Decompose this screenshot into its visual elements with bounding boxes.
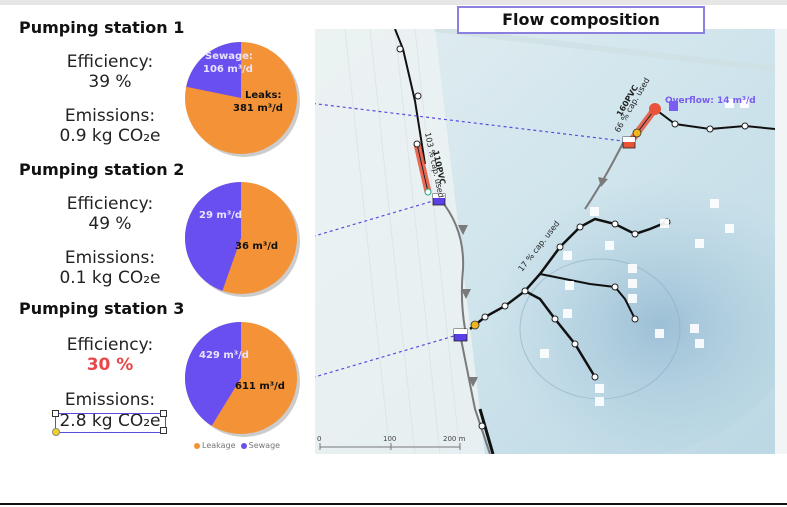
station-1-title: Pumping station 1 — [19, 18, 185, 37]
flow-arrow-1 — [439, 198, 466, 330]
legend-sewage-label: Sewage — [248, 441, 281, 450]
station-2-emissions-label: Emissions: — [64, 248, 156, 268]
flow-arrow-2 — [459, 333, 491, 454]
pie-label-sewage-value: 429 m³/d — [199, 350, 249, 361]
pie-slice-sewage — [185, 322, 241, 426]
station-3-pie-chart: 429 m³/d 611 m³/d — [183, 320, 301, 438]
pipe-mid-branch — [539, 273, 636, 320]
top-border — [0, 0, 787, 5]
station-3-title: Pumping station 3 — [19, 299, 185, 318]
overflow-label: Overflow: 14 m³/d — [665, 96, 756, 106]
station-2-emissions-value: 0.1 kg CO₂e — [59, 268, 161, 288]
network-map[interactable]: 110PVC 103 % cap. used 160PVC 66 % cap. … — [315, 29, 775, 454]
pie-label-leakage-value: 381 m³/d — [233, 103, 283, 114]
overflow-building-icon — [669, 101, 678, 111]
resize-handle-top-left[interactable] — [52, 410, 59, 417]
scale-tick-0: 0 — [317, 435, 321, 443]
pie-slice-sewage — [184, 182, 241, 291]
pie-slice-sewage — [186, 42, 241, 98]
connector-station-1 — [315, 103, 624, 142]
station-1-efficiency-label: Efficiency: — [66, 52, 154, 72]
pipe-main-north — [394, 29, 426, 165]
map-title: Flow composition — [457, 6, 705, 34]
station-1-emissions-value: 0.9 kg CO₂e — [59, 126, 161, 146]
map-canvas: 110PVC 103 % cap. used 160PVC 66 % cap. … — [315, 29, 775, 454]
service-zone — [425, 139, 775, 454]
pie-label-sewage-title: Sewage: — [205, 51, 253, 62]
selected-text-box[interactable] — [55, 413, 166, 433]
station-1-emissions-label: Emissions: — [64, 106, 156, 126]
station-2-title: Pumping station 2 — [19, 160, 185, 179]
sewage-legend-dot — [240, 442, 247, 449]
pipe-south-exit — [478, 408, 495, 454]
pie-label-leakage-value: 611 m³/d — [235, 381, 285, 392]
scale-tick-100: 100 — [383, 435, 396, 443]
station-3-efficiency-value: 30 % — [25, 355, 195, 376]
pie-label-leakage-title: Leaks: — [245, 90, 282, 101]
pie-label-sewage-value: 29 m³/d — [199, 210, 242, 221]
leakage-legend-dot — [194, 442, 200, 449]
station-1-efficiency-value: 39 % — [88, 72, 132, 92]
connector-station-3 — [315, 335, 455, 378]
legend-leakage-label: Leakage — [202, 441, 236, 450]
flow-arrow-3 — [584, 138, 626, 210]
station-2-pie-chart: 29 m³/d 36 m³/d — [183, 180, 301, 298]
pie-legend: Leakage Sewage — [194, 441, 280, 450]
scale-tick-200: 200 m — [443, 435, 466, 443]
resize-handle-bottom-right[interactable] — [160, 427, 167, 434]
pie-label-leakage-value: 36 m³/d — [235, 241, 278, 252]
connector-station-2 — [315, 200, 434, 237]
map-right-edge — [775, 29, 787, 454]
station-3-emissions-value[interactable]: 2.8 kg CO₂e — [59, 411, 161, 431]
pie-label-sewage-value: 106 m³/d — [203, 64, 253, 75]
adjust-handle[interactable] — [52, 428, 60, 436]
efficiency-alert-value: 30 % — [86, 355, 134, 375]
building-icons — [540, 99, 749, 406]
overflow-node — [649, 103, 661, 115]
bottom-divider — [0, 503, 787, 505]
station-3-efficiency-label: Efficiency: — [66, 335, 154, 355]
resize-handle-top-right[interactable] — [160, 410, 167, 417]
station-3-emissions-label: Emissions: — [64, 390, 156, 410]
station-2-efficiency-value: 49 % — [88, 214, 132, 234]
scale-bar: 0 100 200 m — [317, 435, 466, 450]
station-2-efficiency-label: Efficiency: — [66, 194, 154, 214]
